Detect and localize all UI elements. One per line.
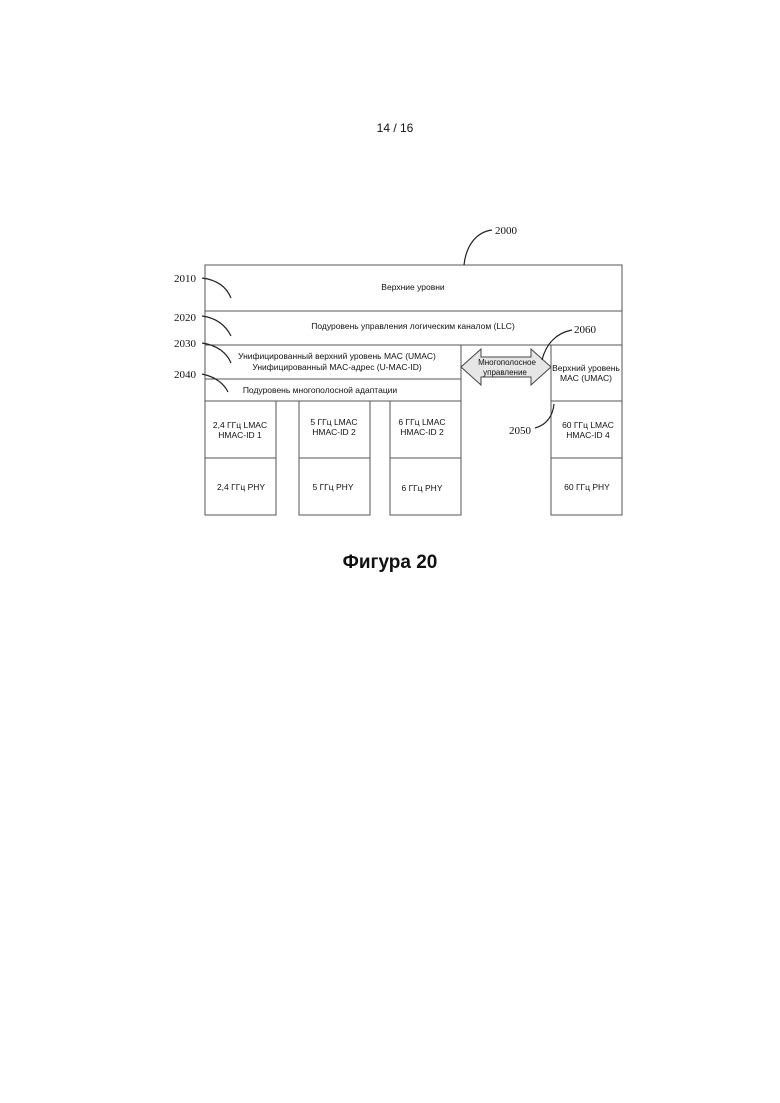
ref-2040: 2040 bbox=[174, 369, 197, 381]
ref-2060: 2060 bbox=[574, 324, 597, 336]
adaptation-label: Подуровень многополосной адаптации bbox=[243, 385, 398, 395]
band-6-lmac-line2: HMAC-ID 2 bbox=[400, 427, 444, 437]
multiband-label-line1: Многополосное bbox=[478, 358, 536, 367]
ref-2030: 2030 bbox=[174, 338, 197, 350]
multiband-label-line2: управление bbox=[483, 368, 527, 377]
upper-layers-label: Верхние уровни bbox=[381, 282, 445, 292]
umac60-label-line1: Верхний уровень bbox=[552, 363, 620, 373]
leader-2000 bbox=[464, 230, 492, 265]
band-6-lmac-line1: 6 ГГц LMAC bbox=[398, 417, 445, 427]
band-60-phy-label: 60 ГГц PHY bbox=[564, 482, 610, 492]
band-60-lmac-line1: 60 ГГц LMAC bbox=[562, 420, 614, 430]
band-5-phy-label: 5 ГГц PHY bbox=[312, 482, 353, 492]
band-5-lmac-line2: HMAC-ID 2 bbox=[312, 427, 356, 437]
umac-label-line1: Унифицированный верхний уровень MAC (UMA… bbox=[238, 351, 436, 361]
umac60-label-line2: MAC (UMAC) bbox=[560, 373, 612, 383]
band-6-phy-label: 6 ГГц PHY bbox=[401, 483, 442, 493]
multiband-arrow bbox=[461, 349, 551, 385]
llc-label: Подуровень управления логическим каналом… bbox=[311, 321, 515, 331]
figure-caption: Фигура 20 bbox=[0, 552, 780, 574]
ref-2020: 2020 bbox=[174, 312, 197, 324]
ref-2010: 2010 bbox=[174, 273, 197, 285]
band-2-4-phy-label: 2,4 ГГц PHY bbox=[217, 482, 265, 492]
band-5-lmac-line1: 5 ГГц LMAC bbox=[310, 417, 357, 427]
band-60-lmac-line2: HMAC-ID 4 bbox=[566, 430, 610, 440]
ref-2000: 2000 bbox=[495, 225, 518, 237]
band-2-4-lmac-line2: HMAC-ID 1 bbox=[218, 430, 262, 440]
ref-2050: 2050 bbox=[509, 425, 532, 437]
umac-label-line2: Унифицированный MAC-адрес (U-MAC-ID) bbox=[252, 362, 422, 372]
band-2-4-lmac-line1: 2,4 ГГц LMAC bbox=[213, 420, 267, 430]
